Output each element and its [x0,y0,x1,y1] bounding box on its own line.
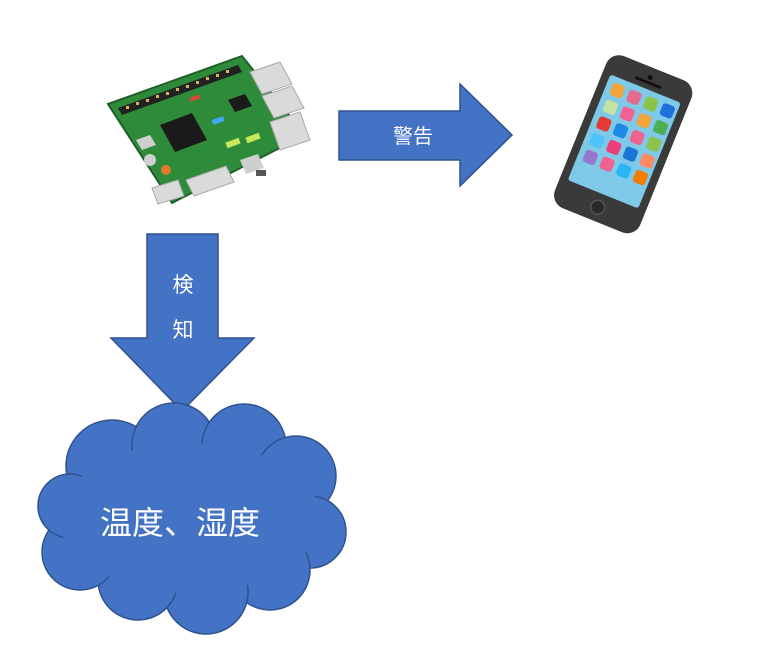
alert-arrow-label: 警告 [393,124,433,148]
cloud-label: 温度、湿度 [100,504,260,542]
sensor-data-cloud: 温度、湿度 [37,402,347,635]
detect-arrow-label-line1: 検 [173,273,194,297]
alert-arrow: 警告 [338,82,514,188]
detect-arrow: 検 知 [109,233,256,413]
detect-arrow-label-line2: 知 [173,318,194,342]
raspberry-pi-board-icon [106,54,311,205]
smartphone-icon [554,55,693,234]
